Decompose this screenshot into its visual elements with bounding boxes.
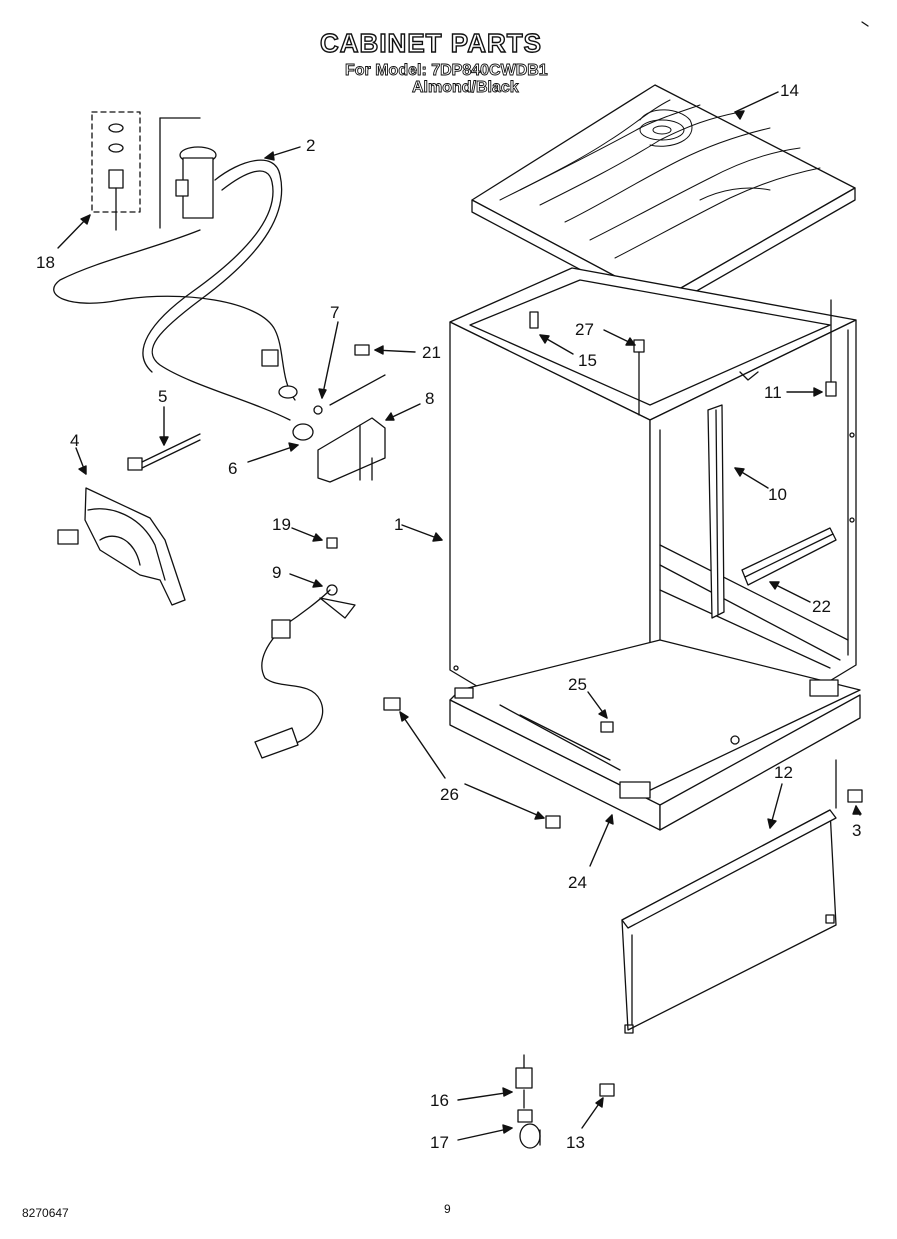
power-cord-part [254, 584, 356, 759]
callout-21: 21 [422, 343, 441, 362]
screws-fasteners [326, 299, 863, 1149]
diagram-title: CABINET PARTS [319, 27, 542, 58]
callout-11: 11 [764, 383, 782, 402]
callout-15: 15 [578, 351, 597, 370]
callout-labels: 14 2 18 7 21 27 15 11 5 8 4 6 10 1 19 9 … [36, 81, 861, 1152]
callout-14: 14 [780, 81, 799, 100]
callout-6: 6 [228, 459, 237, 478]
rail-bracket-part [741, 527, 837, 586]
callout-16: 16 [430, 1091, 449, 1110]
callout-10: 10 [768, 485, 787, 504]
console-part [57, 487, 186, 606]
callout-25: 25 [568, 675, 587, 694]
corner-mark [861, 21, 869, 27]
callout-7: 7 [330, 303, 339, 322]
kick-panel-part [621, 809, 837, 1034]
top-board-part [471, 84, 856, 313]
page-number: 9 [444, 1202, 451, 1216]
valve-bracket-part [313, 374, 386, 483]
callout-19: 19 [272, 515, 291, 534]
water-filter-hose-part [53, 111, 314, 441]
leader-lines [57, 91, 862, 1141]
callout-17: 17 [430, 1133, 449, 1152]
callout-8: 8 [425, 389, 434, 408]
callout-24: 24 [568, 873, 587, 892]
callout-9: 9 [272, 563, 281, 582]
tie-wrap-part [127, 433, 201, 471]
callout-5: 5 [158, 387, 167, 406]
callout-27: 27 [575, 320, 594, 339]
callout-13: 13 [566, 1133, 585, 1152]
callout-22: 22 [812, 597, 831, 616]
callout-18: 18 [36, 253, 55, 272]
callout-12: 12 [774, 763, 793, 782]
callout-1: 1 [394, 515, 403, 534]
callout-4: 4 [70, 431, 79, 450]
callout-26: 26 [440, 785, 459, 804]
callout-3: 3 [852, 821, 861, 840]
model-line: For Model: 7DP840CWDB1 [345, 62, 549, 80]
document-number: 8270647 [22, 1206, 69, 1220]
base-frame-part [449, 639, 861, 831]
vertical-strip-part [707, 404, 725, 619]
callout-2: 2 [306, 136, 315, 155]
color-line: Almond/Black [412, 79, 520, 97]
